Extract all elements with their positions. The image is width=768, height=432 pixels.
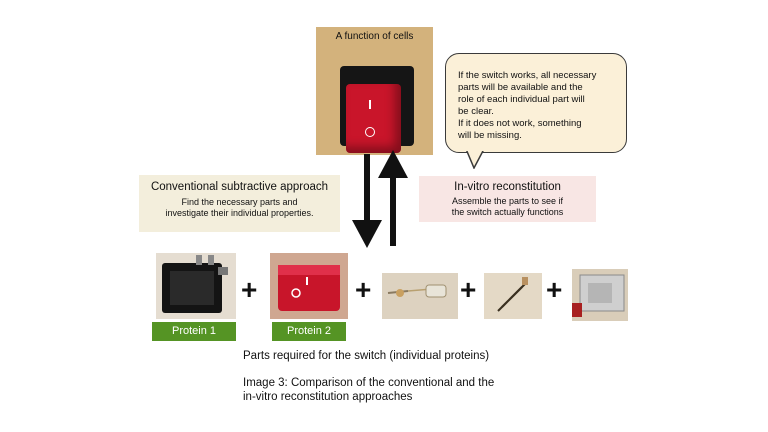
part-photo-rocker: [270, 253, 348, 319]
up-arrow-icon: [378, 150, 408, 246]
bubble-line: be clear.: [458, 106, 494, 117]
part-photo-base: [572, 269, 628, 321]
down-arrow-icon: [352, 154, 382, 248]
image-caption: Image 3: Comparison of the conventional …: [243, 376, 573, 404]
protein-2-tag: Protein 2: [272, 322, 346, 341]
bubble-line: role of each individual part will: [458, 94, 585, 105]
plus-sign: +: [460, 274, 477, 305]
conventional-title: Conventional subtractive approach: [150, 181, 329, 193]
plus-sign: +: [241, 274, 258, 305]
switch-rocker: [346, 84, 401, 153]
invitro-desc-line1: Assemble the parts to see if: [451, 196, 564, 206]
conventional-approach-box: Conventional subtractive approach Find t…: [139, 175, 340, 232]
on-symbol: [369, 100, 371, 109]
conventional-desc-line1: Find the necessary parts and: [181, 197, 298, 207]
bubble-line: parts will be available and the: [458, 82, 583, 93]
image-caption-line1: Image 3: Comparison of the conventional …: [243, 377, 495, 389]
assembled-switch-photo: A function of cells: [316, 27, 433, 155]
parts-caption: Parts required for the switch (individua…: [243, 350, 490, 362]
bubble-line: If the switch works, all necessary: [458, 70, 597, 81]
invitro-approach-box: In-vitro reconstitution Assemble the par…: [419, 176, 596, 222]
part-photo-lamp: [382, 273, 458, 319]
plus-sign: +: [355, 274, 372, 305]
conventional-desc-line2: investigate their individual properties.: [165, 208, 314, 218]
protein-1-tag: Protein 1: [152, 322, 236, 341]
invitro-desc-line2: the switch actually functions: [451, 207, 564, 217]
bidirectional-arrows: [352, 150, 408, 248]
image-caption-line2: in-vitro reconstitution approaches: [243, 391, 413, 403]
part-photo-housing: [156, 253, 236, 319]
off-symbol: [365, 127, 375, 137]
bubble-line: will be missing.: [458, 130, 522, 141]
explanation-bubble: If the switch works, all necessary parts…: [445, 53, 627, 153]
plus-sign: +: [546, 274, 563, 305]
invitro-title: In-vitro reconstitution: [454, 181, 561, 193]
part-photo-spring: [484, 273, 542, 319]
bubble-tail: [465, 149, 485, 169]
bubble-line: If it does not work, something: [458, 118, 582, 129]
photo-caption: A function of cells: [335, 31, 414, 42]
